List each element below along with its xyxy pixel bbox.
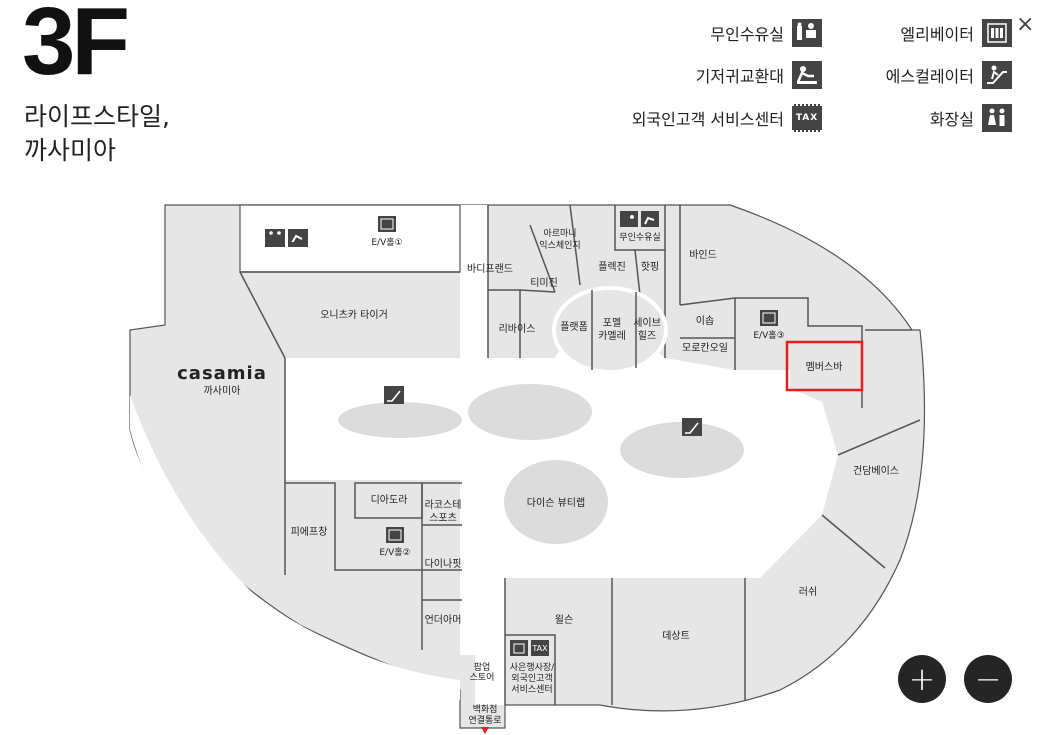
- legend-label: 엘리베이터: [900, 25, 974, 44]
- store-pomel-line1[interactable]: 포멜: [603, 317, 621, 329]
- legend-elevator: 엘리베이터: [900, 18, 1012, 48]
- service-center-line3[interactable]: 서비스센터: [511, 684, 552, 695]
- escalator-icon: [384, 386, 404, 404]
- store-wilson[interactable]: 윌슨: [555, 614, 573, 626]
- store-flagjin[interactable]: 플렉진: [598, 261, 626, 273]
- store-timezin[interactable]: 티미진: [530, 277, 558, 289]
- store-flatpom[interactable]: 플랫폼: [560, 321, 588, 333]
- nursing-room-icon: [792, 19, 822, 47]
- floor-subtitle-line2: 까사미아: [24, 136, 117, 165]
- zoom-in-button[interactable]: +: [898, 655, 946, 703]
- store-armani-line2[interactable]: 익스체인지: [539, 239, 580, 251]
- store-descente[interactable]: 데상트: [662, 630, 690, 642]
- svg-text:TAX: TAX: [531, 644, 548, 653]
- escalator-icon: [682, 418, 702, 436]
- escalator-icon: [982, 61, 1012, 89]
- store-members-bar[interactable]: 멤버스바: [806, 361, 843, 373]
- casamia-edge: [130, 395, 460, 700]
- void-island-2: [468, 384, 592, 440]
- ev-hall-label: E/V홀③: [753, 329, 784, 341]
- dept-link-line1[interactable]: 백화점: [473, 703, 498, 715]
- corridor: [285, 205, 838, 705]
- store-isom[interactable]: 이솝: [696, 315, 714, 327]
- store-lush[interactable]: 러쉬: [799, 586, 817, 598]
- ev-hall-label: E/V홀①: [371, 236, 402, 248]
- store-fiefchang[interactable]: 피에프창: [291, 526, 328, 538]
- void-island-3: [620, 422, 744, 478]
- elevator-icon: [760, 310, 778, 326]
- legend-restroom: 화장실: [930, 103, 1012, 133]
- diaper-changing-icon: [792, 61, 822, 89]
- elevator-icon: [386, 527, 404, 543]
- popup-store-line1[interactable]: 팝업: [474, 661, 491, 673]
- restroom-icon: [265, 229, 285, 247]
- dept-link-line2[interactable]: 연결통로: [468, 715, 501, 726]
- legend-label: 화장실: [929, 110, 974, 129]
- store-dyson-beauty-lab[interactable]: 다이슨 뷰티랩: [527, 497, 585, 509]
- floor-subtitle-line1: 라이프스타일,: [24, 102, 170, 131]
- nursing-room-icon: [620, 211, 638, 227]
- void-island-4: [504, 460, 608, 544]
- service-center-line2[interactable]: 외국인고객: [511, 672, 552, 684]
- store-lacoste-line1[interactable]: 라코스테: [425, 499, 462, 511]
- store-onitsuka[interactable]: 오니츠카 타이거: [320, 309, 388, 321]
- nursing-room-label: 무인수유실: [619, 232, 660, 243]
- tax-icon: TAX: [792, 104, 822, 132]
- store-ribaiseu[interactable]: 리바이스: [499, 323, 536, 335]
- ev-hall-label: E/V홀②: [379, 546, 410, 558]
- store-casamia[interactable]: 까사미아: [204, 385, 241, 397]
- popup-store-line2[interactable]: 스토어: [470, 672, 495, 683]
- legend-label: 무인수유실: [710, 25, 784, 44]
- legend-label: 외국인고객 서비스센터: [631, 110, 784, 129]
- store-seibu-line2[interactable]: 힐즈: [638, 329, 656, 342]
- store-gundam-base[interactable]: 건담베이스: [853, 465, 899, 477]
- entrance-arrow-icon: [481, 727, 489, 734]
- nursing-room-icon: [510, 640, 528, 656]
- zoom-out-button[interactable]: −: [964, 655, 1012, 703]
- legend-nursing-room: 무인수유실: [710, 18, 822, 48]
- close-button[interactable]: ×: [1016, 12, 1035, 37]
- store-bodyfriend[interactable]: 바디프랜드: [467, 263, 513, 275]
- elevator-icon: [378, 216, 396, 232]
- store-casamia-brand[interactable]: casamia: [177, 363, 267, 384]
- store-pomel-line2[interactable]: 카멜레: [598, 330, 626, 342]
- void-island-1: [338, 402, 462, 438]
- store-seibu-line1[interactable]: 세이브: [633, 317, 661, 329]
- legend-tax: 외국인고객 서비스센터 TAX: [632, 103, 822, 133]
- store-dynafit[interactable]: 다이나핏: [425, 558, 462, 570]
- restroom-icon: [982, 104, 1012, 132]
- floor-title: 3F: [22, 0, 130, 95]
- elevator-icon: [982, 19, 1012, 47]
- floor-subtitle: 라이프스타일, 까사미아: [24, 100, 170, 168]
- legend-label: 기저귀교환대: [695, 67, 784, 86]
- central-oval: [552, 286, 668, 374]
- legend-label: 에스컬레이터: [885, 67, 974, 86]
- store-lacoste-line2[interactable]: 스포츠: [429, 512, 457, 524]
- store-bind[interactable]: 바인드: [689, 249, 717, 261]
- diaper-changing-icon: [288, 229, 308, 247]
- store-morokan[interactable]: 모로칸오일: [682, 342, 728, 354]
- store-under-armour[interactable]: 언더아머: [425, 614, 462, 626]
- legend-diaper-changing: 기저귀교환대: [696, 60, 822, 90]
- store-walls: [239, 204, 921, 705]
- store-diadora[interactable]: 디아도라: [371, 494, 408, 506]
- store-armani-line1[interactable]: 아르마니: [543, 228, 576, 239]
- store-hotping[interactable]: 핫핑: [641, 261, 659, 273]
- highlighted-store-frame: [785, 340, 864, 392]
- legend-escalator: 에스컬레이터: [886, 60, 1012, 90]
- diaper-changing-icon: [641, 211, 659, 227]
- tax-icon: TAX: [531, 640, 549, 656]
- service-center-line1[interactable]: 사은행사장/: [510, 661, 555, 673]
